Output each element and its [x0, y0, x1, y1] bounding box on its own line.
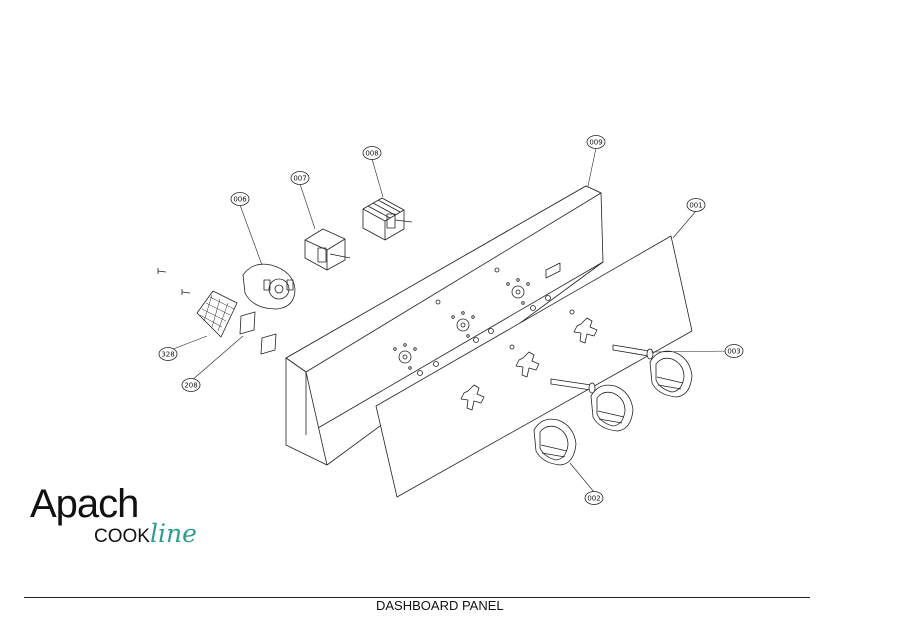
knob [533, 418, 577, 466]
callout-label-328: 328 [161, 351, 174, 359]
thermostat-006 [242, 263, 296, 310]
screws [157, 268, 191, 295]
callout-009: 009 [586, 135, 606, 149]
diagram-title: DASHBOARD PANEL [376, 598, 504, 613]
callout-label-008: 008 [365, 150, 378, 158]
callout-003: 003 [724, 344, 744, 358]
brand-name: Apach [30, 482, 139, 526]
callout-001: 001 [686, 198, 706, 212]
callout-label-003: 003 [727, 348, 740, 356]
switch-007 [304, 228, 351, 271]
brand-logo: Apach COOK line [30, 482, 210, 562]
callout-006: 006 [230, 192, 250, 206]
callout-label-001: 001 [689, 202, 702, 210]
knob [649, 350, 693, 398]
callout-008: 008 [362, 146, 382, 160]
regulator-008 [362, 197, 413, 241]
callout-label-009: 009 [589, 139, 602, 147]
callout-208: 208 [181, 378, 201, 392]
grille-plate-328 [196, 290, 238, 338]
shafts-003 [550, 344, 654, 394]
callout-328: 328 [158, 347, 178, 361]
knob [590, 384, 634, 432]
brand-sub-cook: COOK [94, 526, 150, 547]
leader-lines [167, 147, 735, 493]
callout-label-002: 002 [587, 495, 600, 503]
front-fascia-001 [375, 235, 693, 498]
insulation-pad-208 [239, 311, 277, 355]
callouts: 009 001 003 002 006 007 008 328 [158, 135, 744, 505]
callout-label-006: 006 [233, 196, 247, 204]
callout-007: 007 [290, 171, 310, 185]
callout-label-208: 208 [184, 382, 197, 390]
callout-label-007: 007 [293, 175, 306, 183]
knobs-002 [533, 350, 693, 466]
dashboard-housing-009 [285, 185, 604, 466]
callout-002: 002 [584, 491, 604, 505]
footer-divider [24, 597, 810, 598]
brand-sub-line: line [150, 519, 197, 548]
